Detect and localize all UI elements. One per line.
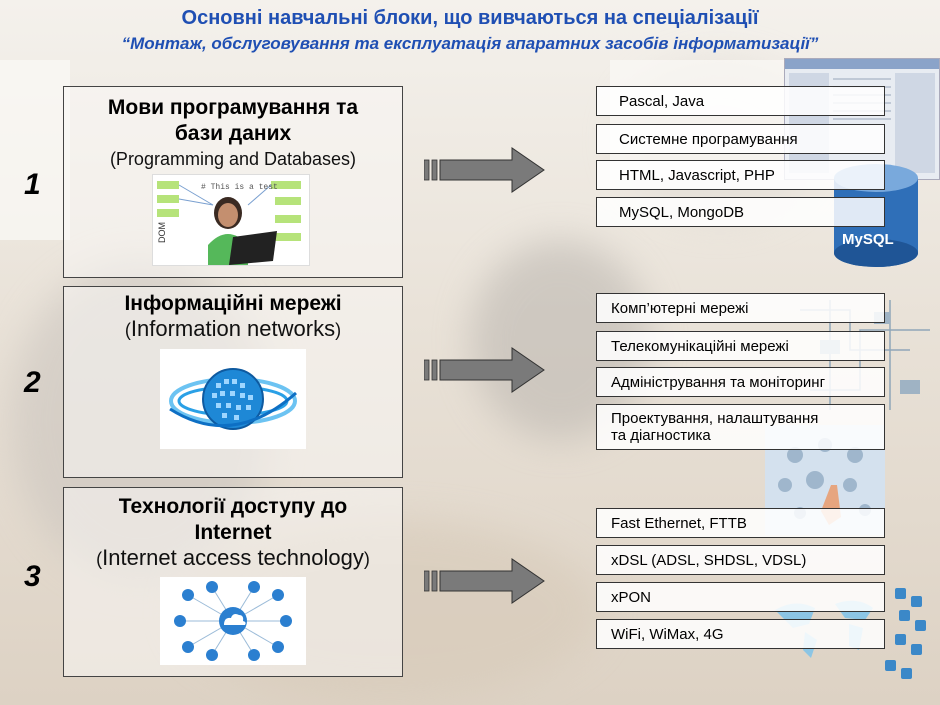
code-snippet: # This is a test xyxy=(201,183,278,192)
list-item: Fast Ethernet, FTTB xyxy=(596,508,885,538)
paren-close: ) xyxy=(335,320,342,340)
block-title-line1: Мови програмування та xyxy=(107,96,359,119)
paren-close: ) xyxy=(363,549,370,569)
list-item: Комп’ютерні мережі xyxy=(596,293,885,323)
block-title-line2: Internet xyxy=(194,521,272,544)
list-item-line2: та діагностика xyxy=(611,427,711,444)
block-title-line2: бази даних xyxy=(174,122,292,145)
dom-label: DOM xyxy=(157,222,167,243)
block-english-title: Internet access technology xyxy=(102,545,364,570)
list-item: xDSL (ADSL, SHDSL, VDSL) xyxy=(596,545,885,575)
block-title-line1: Інформаційні мережі xyxy=(124,292,342,315)
block-title-line1: Технології доступу до xyxy=(118,495,348,518)
list-item: Системне програмування xyxy=(596,124,885,154)
page-title: Основні навчальні блоки, що вивчаються н… xyxy=(181,7,759,29)
mysql-logo-text: MySQL xyxy=(842,231,894,248)
block-number-3: 3 xyxy=(24,560,41,593)
list-item: Адміністрування та моніторинг xyxy=(596,367,885,397)
block-number-1: 1 xyxy=(24,168,41,201)
arrow-2 xyxy=(424,347,545,393)
paren-open: ( xyxy=(96,549,103,569)
list-item: HTML, Javascript, PHP xyxy=(596,160,885,190)
list-item: xPON xyxy=(596,582,885,612)
list-item-line1: Проектування, налаштування xyxy=(611,410,819,427)
page-subtitle: “Монтаж, обслуговування та експлуатація … xyxy=(121,34,819,53)
paren-open: ( xyxy=(124,320,131,340)
block-english-title: Information networks xyxy=(130,316,336,341)
background-window xyxy=(0,60,70,240)
arrow-3 xyxy=(424,558,545,604)
list-item: Проектування, налаштування та діагностик… xyxy=(596,404,885,450)
list-item: Pascal, Java xyxy=(596,86,885,116)
programming-illustration: DOM # This is a test xyxy=(152,174,310,266)
list-item: WiFi, WiMax, 4G xyxy=(596,619,885,649)
globe-illustration xyxy=(160,349,306,449)
cloud-network-illustration xyxy=(160,577,306,665)
list-item: Телекомунікаційні мережі xyxy=(596,331,885,361)
arrow-1 xyxy=(424,147,545,193)
list-item: MySQL, MongoDB xyxy=(596,197,885,227)
block-number-2: 2 xyxy=(24,366,41,399)
block-english-title: (Programming and Databases) xyxy=(109,149,357,169)
